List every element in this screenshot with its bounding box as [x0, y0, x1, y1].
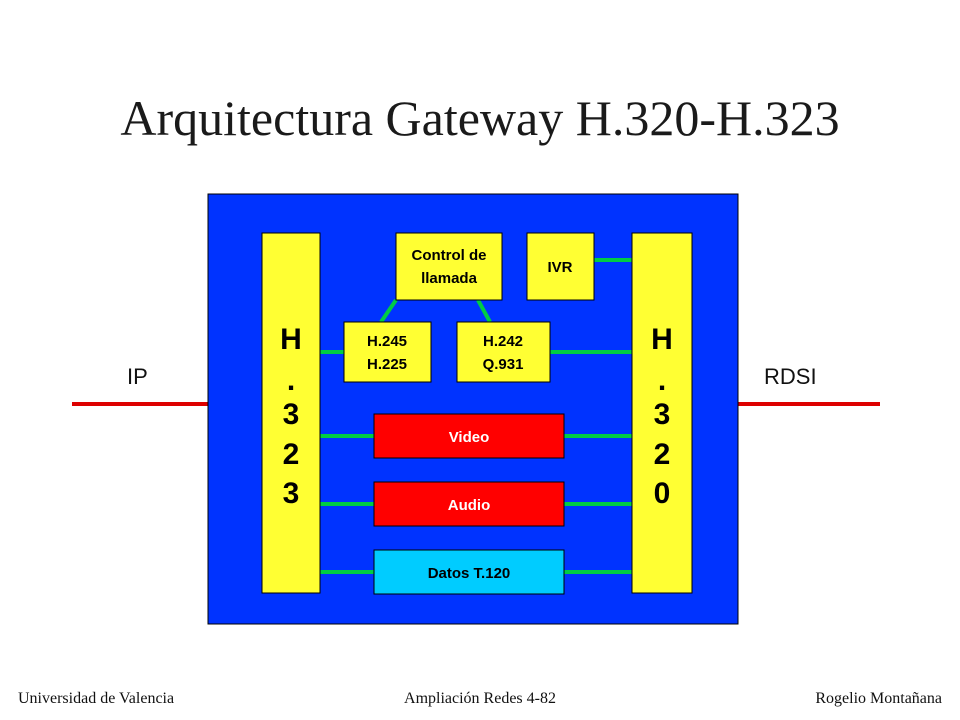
- video-block: [373, 413, 565, 459]
- video-label: Video: [449, 429, 490, 446]
- ip-label: IP: [127, 364, 148, 389]
- audio-block: [373, 481, 565, 527]
- rdsi-label: RDSI: [764, 364, 817, 389]
- connector-control-h245: [379, 298, 398, 324]
- h320-char-4: 0: [654, 477, 671, 510]
- h323-block: [261, 232, 321, 594]
- page-title: Arquitectura Gateway H.320-H.323: [120, 90, 840, 146]
- h323-char-3: 2: [283, 438, 300, 471]
- footer-left: Universidad de Valencia: [18, 690, 175, 707]
- h245-h225-block: [343, 321, 432, 383]
- connector-control-h242: [476, 299, 492, 323]
- h320-char-0: H: [651, 323, 673, 356]
- q931-label: Q.931: [483, 356, 524, 373]
- datos-t120-block: [373, 549, 565, 595]
- h245-label: H.245: [367, 333, 407, 350]
- h320-char-1: .: [658, 364, 666, 397]
- h320-char-3: 2: [654, 438, 671, 471]
- control-label-line2: llamada: [421, 270, 478, 287]
- h242-label: H.242: [483, 333, 523, 350]
- ivr-label: IVR: [547, 259, 572, 276]
- h323-char-1: .: [287, 364, 295, 397]
- footer-center: Ampliación Redes 4-82: [404, 690, 556, 707]
- h225-label: H.225: [367, 356, 407, 373]
- h323-char-2: 3: [283, 398, 300, 431]
- h320-char-2: 3: [654, 398, 671, 431]
- h320-block: [631, 232, 693, 594]
- h323-char-0: H: [280, 323, 302, 356]
- footer-right: Rogelio Montañana: [815, 690, 942, 707]
- audio-label: Audio: [448, 497, 491, 514]
- datos-label: Datos T.120: [428, 565, 511, 582]
- h242-q931-block: [456, 321, 551, 383]
- control-label-line1: Control de: [412, 247, 487, 264]
- h323-char-4: 3: [283, 477, 300, 510]
- ivr-block: [526, 232, 595, 301]
- control-llamada-block: [395, 232, 503, 301]
